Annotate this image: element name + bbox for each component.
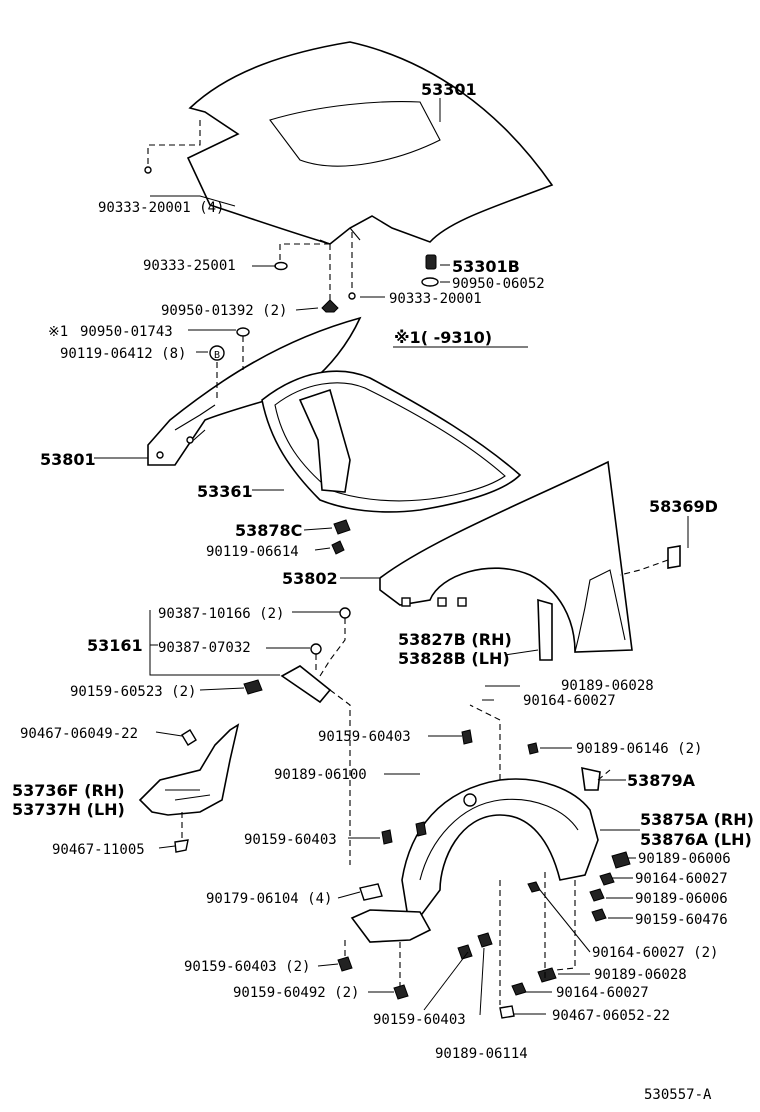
- label-90950-01392-2: 90950-01392 (2): [161, 303, 287, 319]
- label-90189-06006-b: 90189-06006: [635, 891, 728, 907]
- label-90189-06114: 90189-06114: [435, 1046, 528, 1062]
- figure-code: 530557-A: [644, 1087, 712, 1103]
- label-90333-20001-4: 90333-20001 (4): [98, 200, 224, 216]
- label-90189-06028-a: 90189-06028: [561, 678, 654, 694]
- label-90467-11005: 90467-11005: [52, 842, 145, 858]
- label-90467-06049-22: 90467-06049-22: [20, 726, 138, 742]
- label-90159-60403-2: 90159-60403 (2): [184, 959, 310, 975]
- label-90333-25001: 90333-25001: [143, 258, 236, 274]
- hood-seal: [261, 370, 522, 513]
- fender-right: [379, 460, 633, 653]
- label-90159-60523-2: 90159-60523 (2): [70, 684, 196, 700]
- label-90387-07032: 90387-07032: [158, 640, 251, 656]
- label-90119-06412-8: 90119-06412 (8): [60, 346, 186, 362]
- label-90179-06104-4: 90179-06104 (4): [206, 891, 332, 907]
- label-90950-06052: 90950-06052: [452, 276, 545, 292]
- label-53801: 53801: [40, 450, 96, 469]
- label-53879A: 53879A: [627, 771, 696, 790]
- label-90159-60403-a: 90159-60403: [318, 729, 411, 745]
- splash-shield: [138, 723, 240, 853]
- label-90467-06052-22: 90467-06052-22: [552, 1008, 670, 1024]
- fender-liner-strip: [537, 598, 553, 661]
- label-53802: 53802: [282, 569, 338, 588]
- label-53301: 53301: [421, 80, 477, 99]
- fender-bracket-58369D: [619, 545, 681, 576]
- label-53736F: 53736F (RH): [12, 781, 125, 800]
- label-90950-01743: 90950-01743: [80, 324, 173, 340]
- label-53301B: 53301B: [452, 257, 520, 276]
- label-90333-20001: 90333-20001: [389, 291, 482, 307]
- label-53828B: 53828B (LH): [398, 649, 510, 668]
- label-90159-60476: 90159-60476: [635, 912, 728, 928]
- part-labels: 53301 90333-20001 (4) 90333-25001 53301B…: [12, 80, 754, 1103]
- label-90119-06614: 90119-06614: [206, 544, 299, 560]
- hood-panel: [186, 41, 554, 245]
- label-90164-60027-a: 90164-60027: [523, 693, 616, 709]
- fender-liner: [401, 704, 611, 932]
- label-53875A: 53875A (RH): [640, 810, 754, 829]
- hood-fasteners: [144, 120, 439, 313]
- label-90189-06006-a: 90189-06006: [638, 851, 731, 867]
- label-53161: 53161: [87, 636, 143, 655]
- label-90189-06146-2: 90189-06146 (2): [576, 741, 702, 757]
- label-53361: 53361: [197, 482, 253, 501]
- label-90159-60492-2: 90159-60492 (2): [233, 985, 359, 1001]
- label-90164-60027-2: 90164-60027 (2): [592, 945, 718, 961]
- liner-fasteners: [337, 729, 631, 1019]
- fender-left: [147, 316, 362, 466]
- label-90159-60403-c: 90159-60403: [373, 1012, 466, 1028]
- leader-lines: [94, 98, 689, 1016]
- label-note-mark: ※1: [48, 324, 68, 340]
- label-90189-06100: 90189-06100: [274, 767, 367, 783]
- seal-clip-fasteners: [331, 519, 351, 555]
- bolt-marker-letter: B: [214, 350, 220, 361]
- label-53827B: 53827B (RH): [398, 630, 512, 649]
- label-note-range: ※1( -9310): [394, 328, 492, 347]
- liner-lower-plate: [344, 909, 432, 986]
- label-53737H: 53737H (LH): [12, 800, 125, 819]
- left-fender-fasteners: B: [209, 327, 250, 400]
- label-90164-60027-b: 90164-60027: [635, 871, 728, 887]
- label-58369D: 58369D: [649, 497, 718, 516]
- label-53876A: 53876A (LH): [640, 830, 752, 849]
- label-90189-06028-b: 90189-06028: [594, 967, 687, 983]
- label-90387-10166-2: 90387-10166 (2): [158, 606, 284, 622]
- label-53878C: 53878C: [235, 521, 302, 540]
- support-53161: [243, 607, 351, 865]
- label-90159-60403-b: 90159-60403: [244, 832, 337, 848]
- label-90164-60027-c: 90164-60027: [556, 985, 649, 1001]
